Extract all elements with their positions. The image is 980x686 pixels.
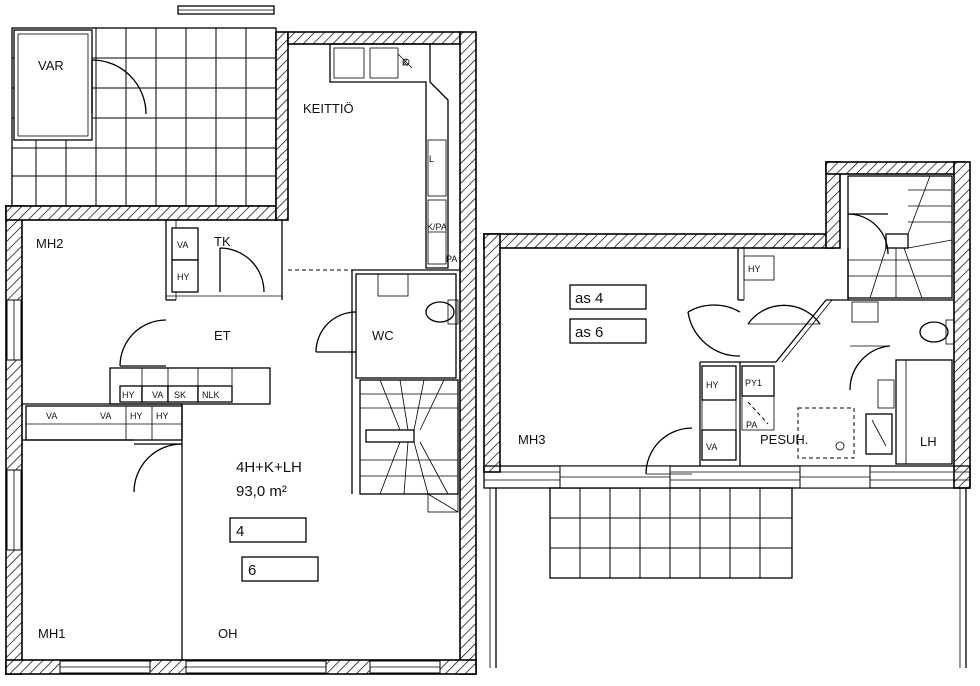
door-swing-mh2 xyxy=(119,319,167,367)
storage-label-py1: PY1 xyxy=(745,378,762,388)
apartment-area: 93,0 m² xyxy=(236,483,287,500)
cabinet-hy-upper-top xyxy=(743,255,775,281)
closet-row-mh xyxy=(25,405,183,441)
door-swing-pesuh xyxy=(747,304,821,325)
storage-var-box xyxy=(13,29,93,141)
storage-label-nlk: NLK xyxy=(202,390,220,400)
room-label-mh1: MH1 xyxy=(38,626,65,641)
cabinet-va-mh3 xyxy=(701,429,737,461)
door-swing-tk xyxy=(219,247,265,293)
wall-north-mh2 xyxy=(5,205,277,221)
appliance-label-l: L xyxy=(429,154,434,164)
wall-west xyxy=(5,205,23,675)
storage-label-hy-tk: HY xyxy=(177,272,190,282)
unit-label-lower-b: 6 xyxy=(248,562,256,579)
storage-label-hy-mh3: HY xyxy=(706,380,719,390)
closet-row-et xyxy=(109,367,271,405)
balcony-tiles-upper xyxy=(549,487,793,579)
terrace-tiles-top xyxy=(11,27,277,207)
appliance-label-k-pa: K/PA xyxy=(427,222,447,232)
lower-floor: VAR KEITTIÖ L xyxy=(5,5,477,675)
storage-label-hy-et: HY xyxy=(122,390,135,400)
wc-room xyxy=(355,273,457,379)
stairs-lower xyxy=(359,379,459,513)
kitchen-counter xyxy=(329,43,449,269)
storage-label-va-mh-1: VA xyxy=(46,411,57,421)
room-label-mh2: MH2 xyxy=(36,236,63,251)
room-label-pesuh: PESUH. xyxy=(760,432,808,447)
appliance-label-pa-upper: PA xyxy=(746,420,757,430)
storage-label-va-mh-2: VA xyxy=(100,411,111,421)
upper-sink xyxy=(851,301,879,323)
wall-east xyxy=(459,31,477,675)
storage-label-hy-upper-top: HY xyxy=(748,264,761,274)
wall-upper-north xyxy=(483,233,835,249)
appliance-label-pa: PA xyxy=(446,254,457,264)
appliance-label-k: K xyxy=(402,58,408,68)
wall-kitchen-north xyxy=(287,31,461,45)
door-swing-mh3 xyxy=(687,304,741,313)
cabinet-hy-tk xyxy=(171,259,199,293)
upper-floor: HY as 4 as 6 HY VA PY1 PA PESUH. xyxy=(483,161,971,668)
storage-label-va-mh3: VA xyxy=(706,442,717,452)
wc-toilet xyxy=(425,301,455,323)
upper-toilet xyxy=(919,321,949,343)
unit-box-lower-a xyxy=(229,517,307,543)
wall-upper-stair-north xyxy=(825,161,967,175)
room-label-keittio: KEITTIÖ xyxy=(303,101,354,116)
storage-label-hy-mh-2: HY xyxy=(156,411,169,421)
unit-label-upper-b: as 6 xyxy=(575,324,603,341)
unit-box-upper-a xyxy=(569,284,647,310)
room-label-et: ET xyxy=(214,328,231,343)
wall-upper-south xyxy=(483,465,971,489)
cabinet-va-tk xyxy=(171,227,199,261)
storage-label-sk: SK xyxy=(174,390,186,400)
door-swing-lh xyxy=(849,345,891,391)
cabinet-py1 xyxy=(741,365,775,397)
storage-label-va-tk: VA xyxy=(177,240,188,250)
shower-area xyxy=(797,407,855,459)
wc-sink xyxy=(377,273,409,297)
wall-upper-east xyxy=(953,161,971,489)
apartment-type: 4H+K+LH xyxy=(236,459,302,476)
room-label-lh: LH xyxy=(920,434,937,449)
door-swing-var xyxy=(91,59,147,115)
room-label-wc: WC xyxy=(372,328,394,343)
door-swing-balcony xyxy=(645,427,693,475)
wall-upper-west xyxy=(483,233,501,473)
door-swing-wc xyxy=(315,311,357,353)
storage-label-va-et: VA xyxy=(152,390,163,400)
unit-label-lower-a: 4 xyxy=(236,523,244,540)
unit-label-upper-a: as 4 xyxy=(575,290,603,307)
unit-box-lower-b xyxy=(241,556,319,582)
sauna-room xyxy=(895,359,953,465)
sauna-stove xyxy=(865,413,893,455)
room-label-oh: OH xyxy=(218,626,238,641)
wall-upper-stair-west xyxy=(825,161,841,249)
storage-label-hy-mh-1: HY xyxy=(130,411,143,421)
stairs-upper xyxy=(847,175,953,299)
room-label-var: VAR xyxy=(38,58,64,73)
wall-kitchen-west xyxy=(275,31,289,221)
room-label-mh3: MH3 xyxy=(518,432,545,447)
room-label-tk: TK xyxy=(214,234,231,249)
door-swing-mh1 xyxy=(133,443,183,493)
unit-box-upper-b xyxy=(569,318,647,344)
washer xyxy=(741,395,775,431)
